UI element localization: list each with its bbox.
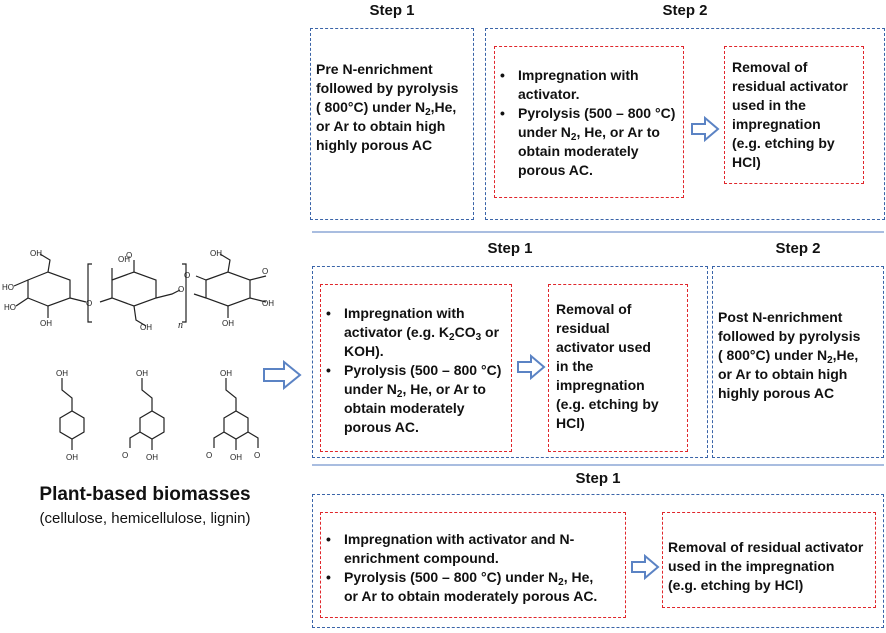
svg-text:O: O	[262, 267, 268, 276]
svg-text:OH: OH	[146, 453, 158, 462]
left-caption-title: Plant-based biomasses	[39, 484, 251, 505]
row2-step2-title: Step 2	[775, 240, 821, 257]
row1-pre-enrichment-text: Pre N-enrichment followed by pyrolysis (…	[316, 60, 472, 155]
pre-line3: ( 800°C) under N2,He,	[316, 99, 457, 118]
svg-text:OH: OH	[222, 319, 234, 328]
row2-bullet-2: Pyrolysis (500 – 800 °C)under N2, He, or…	[326, 361, 514, 437]
row2-removal-box	[548, 284, 688, 452]
glucose-ring-2	[111, 271, 157, 307]
separator-1	[312, 231, 884, 233]
glucose-ring-1	[27, 271, 71, 307]
pre-line5: highly porous AC	[316, 137, 433, 153]
row1-bullet-2: Pyrolysis (500 – 800 °C)under N2, He, or…	[500, 104, 686, 180]
svg-text:OH: OH	[230, 453, 242, 462]
glucose-ring-3	[205, 271, 251, 307]
svg-text:O: O	[184, 271, 190, 280]
svg-text:OH: OH	[66, 453, 78, 462]
row3-step1-box	[312, 494, 884, 628]
svg-text:HO: HO	[2, 283, 14, 292]
svg-text:HO: HO	[4, 303, 16, 312]
row3-impregnation-box	[320, 512, 626, 618]
pre-line4: or Ar to obtain high	[316, 118, 446, 134]
row3-hollow-right-arrow-icon	[631, 554, 660, 580]
svg-text:O: O	[178, 285, 184, 294]
svg-text:OH: OH	[40, 319, 52, 328]
row2-step1-title: Step 1	[487, 240, 533, 257]
svg-text:OH: OH	[140, 323, 152, 330]
row1-step1-title: Step 1	[369, 2, 415, 19]
svg-text:O: O	[86, 299, 92, 308]
left-caption-subtitle: (cellulose, hemicellulose, lignin)	[39, 510, 251, 527]
row3-removal-box	[662, 512, 876, 608]
svg-text:OH: OH	[30, 250, 42, 258]
row3-impregnation-text: Impregnation with activator and N-enrich…	[326, 530, 624, 606]
row1-hollow-right-arrow-icon	[691, 116, 720, 142]
row3-bullet-1: Impregnation with activator and N-enrich…	[326, 530, 624, 568]
lignin-monomer-drawing-1: OH OH	[56, 369, 85, 462]
svg-text:OH: OH	[56, 369, 68, 378]
svg-text:O: O	[254, 451, 260, 460]
row2-post-enrichment-text: Post N-enrichment followed by pyrolysis …	[718, 309, 861, 401]
lignin-monomer-drawing-2: OH OH O	[122, 369, 165, 462]
row1-removal-text: Removal of residual activator used in th…	[732, 59, 848, 170]
row3-bullet-2: Pyrolysis (500 – 800 °C) under N2, He,or…	[326, 568, 624, 606]
row3-removal-text: Removal of residual activator used in th…	[668, 539, 864, 593]
row2-step1-box	[312, 266, 708, 458]
separator-2	[312, 464, 884, 466]
row1-step2-box	[485, 28, 885, 220]
row2-step2-box	[712, 266, 884, 458]
row3-step1-title: Step 1	[575, 470, 621, 487]
row2-removal-text: Removal of residual activator used in th…	[556, 301, 659, 431]
svg-text:OH: OH	[262, 299, 274, 308]
pre-line1: Pre N-enrichment	[316, 61, 433, 77]
polymer-subscript: n	[178, 320, 183, 330]
svg-text:O: O	[126, 251, 132, 260]
svg-text:OH: OH	[220, 369, 232, 378]
lignin-monomer-drawing-3: OH OH O O	[206, 369, 260, 462]
svg-text:OH: OH	[210, 250, 222, 258]
row1-removal-box	[724, 46, 864, 184]
row2-hollow-right-arrow-icon	[517, 354, 546, 380]
pre-line2: followed by pyrolysis	[316, 80, 459, 96]
svg-text:OH: OH	[136, 369, 148, 378]
row1-step1-box	[310, 28, 474, 220]
svg-text:OH: OH	[118, 255, 130, 264]
hollow-right-arrow-icon	[263, 360, 302, 390]
svg-text:O: O	[206, 451, 212, 460]
row1-step2-title: Step 2	[662, 2, 708, 19]
svg-text:O: O	[122, 451, 128, 460]
